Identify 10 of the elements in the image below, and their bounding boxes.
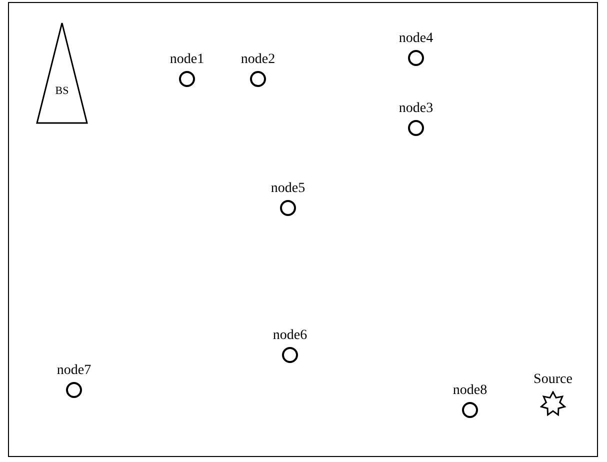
node-label: BS <box>54 84 70 99</box>
node-label: node3 <box>398 101 434 116</box>
node-label: node4 <box>398 31 434 46</box>
node-label: node1 <box>170 52 204 67</box>
node-label: Source <box>534 372 572 387</box>
node-label: node8 <box>452 383 488 398</box>
node-label: node5 <box>270 181 306 196</box>
node-label: node6 <box>272 328 308 343</box>
node-label: node2 <box>240 52 276 67</box>
node-label: node7 <box>56 363 92 378</box>
